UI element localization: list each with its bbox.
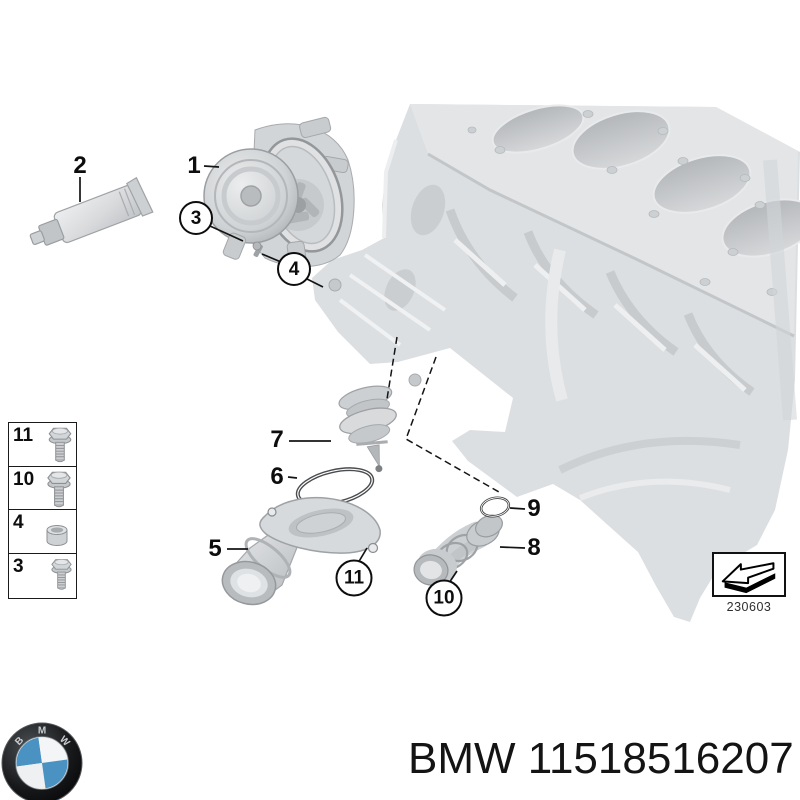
water-pump (203, 116, 355, 268)
callout-4: 4 (277, 252, 311, 286)
installation-direction-box (712, 552, 786, 597)
fastener-legend: 11 10 4 3 (8, 422, 77, 599)
legend-number: 11 (13, 425, 34, 446)
sealant-tube (29, 176, 154, 246)
bmw-logo: B M W (1, 722, 83, 800)
part-number-label: BMW 11518516207 (408, 734, 794, 783)
callout-6: 6 (270, 463, 284, 490)
legend-row-10: 10 (9, 467, 76, 510)
diagram-date-code: 230603 (726, 600, 772, 614)
legend-number: 10 (13, 468, 35, 490)
legend-row-3: 3 (9, 554, 76, 598)
block-face-detail (382, 139, 797, 501)
legend-row-11: 11 (9, 423, 76, 467)
svg-text:M: M (38, 726, 46, 737)
assembly-dashed-lines (386, 336, 500, 493)
callout-3: 3 (179, 201, 213, 235)
thermostat (338, 385, 397, 473)
legend-row-4: 4 (9, 510, 76, 554)
engine-block-render (312, 104, 800, 622)
callout-5: 5 (208, 535, 222, 562)
o-ring-small (479, 496, 511, 518)
legend-number: 4 (13, 512, 24, 533)
flange-bolt-icon (47, 471, 71, 507)
flange-bolt-icon (51, 558, 72, 590)
bmw-roundel-quadrants (16, 737, 68, 789)
callout-7: 7 (270, 426, 284, 453)
coolant-elbow (413, 514, 503, 586)
callout-9: 9 (527, 495, 541, 522)
callout-1: 1 (187, 152, 201, 179)
callout-2: 2 (73, 152, 87, 179)
callout-8: 8 (527, 534, 541, 561)
thermostat-housing (221, 497, 381, 606)
installation-direction-arrow-icon (721, 561, 776, 593)
flange-bolt-icon (48, 427, 72, 463)
legend-number: 3 (13, 555, 24, 577)
pump-stud (252, 241, 263, 258)
callout-11: 11 (335, 559, 373, 597)
pump-bracket-detail (328, 184, 447, 387)
spacer-sleeve-icon (46, 525, 68, 546)
callout-10: 10 (425, 579, 463, 617)
